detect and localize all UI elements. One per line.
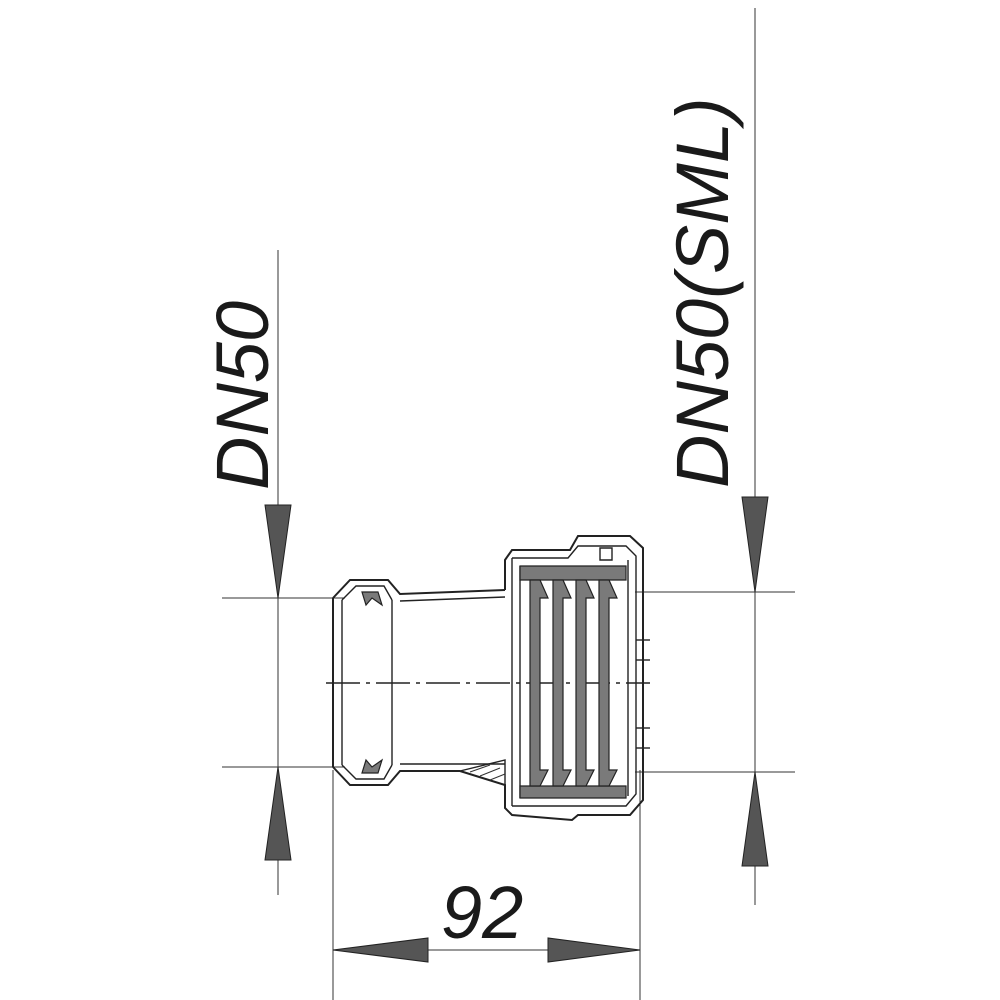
- pipe-adapter-section: [332, 535, 650, 822]
- seal-band-bottom: [519, 785, 627, 799]
- right-arrow-up: [741, 771, 769, 867]
- lip-seal-top: [361, 591, 384, 607]
- length-arrow-right: [547, 937, 641, 963]
- left-arrow-down: [264, 504, 292, 599]
- length-arrow-left: [332, 937, 429, 963]
- section-hatching: [469, 764, 506, 781]
- socket-body: [459, 535, 650, 822]
- right-dimension-label: DN50(SML): [661, 97, 744, 488]
- right-arrow-down: [741, 496, 769, 593]
- length-dimension: 92: [332, 770, 641, 1000]
- gasket-ribs: [529, 579, 618, 787]
- lip-seal-bottom: [361, 758, 384, 774]
- left-dimension-label: DN50: [201, 301, 284, 490]
- length-dimension-label: 92: [441, 871, 523, 954]
- seal-band-top: [519, 565, 627, 581]
- right-diameter-dimension: DN50(SML): [635, 8, 795, 905]
- left-diameter-dimension: DN50: [201, 250, 345, 895]
- left-arrow-up: [264, 766, 292, 861]
- spigot-end: [332, 579, 506, 786]
